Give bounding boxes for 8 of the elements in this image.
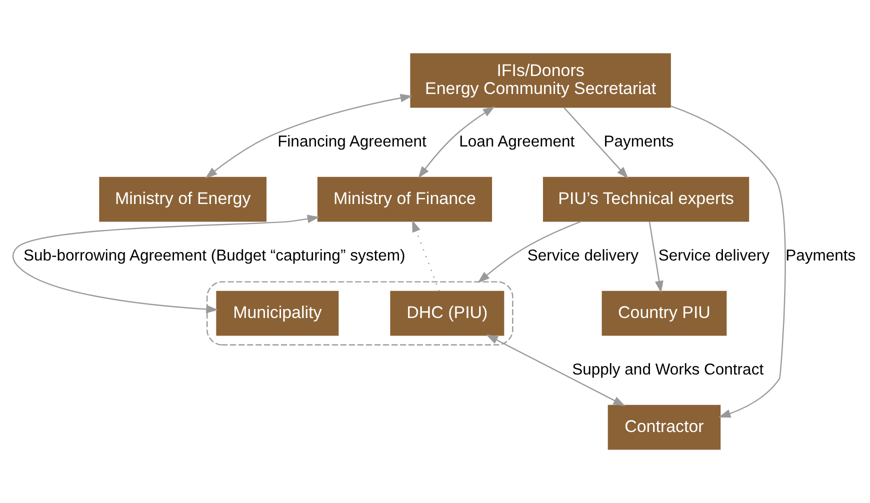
edge-label: Payments (786, 247, 856, 264)
edge-label: Service delivery (527, 247, 639, 264)
edge-label: Service delivery (658, 247, 770, 264)
edge-label: Financing Agreement (278, 133, 426, 150)
edge-label: Supply and Works Contract (572, 361, 764, 378)
edge-label: Sub-borrowing Agreement (Budget “capturing” system) (24, 247, 406, 264)
edge-label: Payments (604, 133, 674, 150)
edge-label: Loan Agreement (459, 133, 575, 150)
